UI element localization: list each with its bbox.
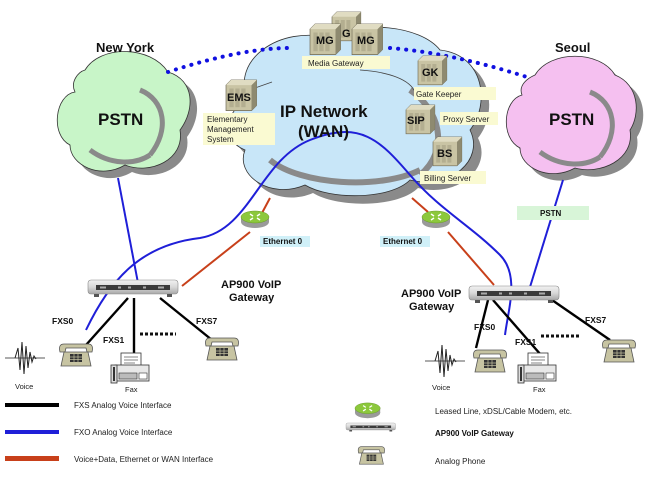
right-router: Ethernet 0 — [380, 210, 451, 247]
proxy-server-label: Proxy Server — [443, 115, 490, 124]
wan-line-swatch — [5, 456, 59, 461]
sip-icon-label: SIP — [407, 115, 425, 127]
left-gateway-label-line1: AP900 VoIP — [221, 279, 281, 291]
pstn-trunk-dotted-line — [166, 46, 532, 80]
mg-hidden-label: G — [342, 28, 351, 40]
seoul-pstn-label: PSTN — [549, 110, 594, 129]
legend-item-phone: Analog Phone — [357, 446, 486, 466]
left-fxs0-label: FXS0 — [52, 316, 74, 326]
mg-2-label: MG — [357, 35, 375, 47]
seoul-pstn-cloud — [505, 56, 644, 181]
left-phone-fxs7-icon — [205, 337, 239, 361]
right-fxs7-label: FXS7 — [585, 315, 607, 325]
gate-keeper-server: GK Gate Keeper — [414, 55, 496, 100]
ems-icon-label: EMS — [227, 92, 251, 104]
right-gateway-label-line1: AP900 VoIP — [401, 288, 461, 300]
legend-item-router: Leased Line, xDSL/Cable Modem, etc. — [354, 402, 572, 419]
legend-gateway-label: AP900 VoIP Gateway — [435, 429, 514, 438]
left-fax-icon — [110, 352, 150, 384]
right-fax-icon — [517, 352, 557, 384]
right-gateway-label-line2: Gateway — [409, 301, 455, 313]
bs-icon-label: BS — [437, 148, 452, 160]
voip-gateway-icon — [345, 422, 396, 432]
legend-item-wan: Voice+Data, Ethernet or WAN Interface — [5, 455, 214, 464]
new-york-pstn-label: PSTN — [98, 110, 143, 129]
ems-label-line3: System — [207, 135, 234, 144]
right-voice-wave-icon — [424, 344, 466, 378]
legend-wan-label: Voice+Data, Ethernet or WAN Interface — [74, 455, 214, 464]
wan-label: (WAN) — [298, 122, 349, 141]
billing-server-label: Billing Server — [424, 174, 471, 183]
legend-router-label: Leased Line, xDSL/Cable Modem, etc. — [435, 407, 572, 416]
left-voice-wave-icon — [4, 341, 46, 375]
media-gateway-label: Media Gateway — [308, 59, 364, 68]
wan-links — [181, 197, 495, 287]
right-phone-fxs0-icon — [473, 349, 507, 373]
billing-server: BS Billing Server — [420, 136, 486, 184]
legend-item-fxs: FXS Analog Voice Interface — [5, 401, 172, 410]
left-phone-fxs0-icon — [59, 343, 93, 367]
legend-fxo-label: FXO Analog Voice Interface — [74, 428, 173, 437]
legend: FXS Analog Voice Interface FXO Analog Vo… — [5, 401, 572, 466]
right-voice-label: Voice — [432, 383, 450, 392]
media-gateway-servers: MG G MG Media Gateway — [302, 11, 390, 69]
sip-proxy-server: SIP Proxy Server — [405, 104, 498, 135]
new-york-pstn-cloud — [56, 51, 198, 179]
new-york-label: New York — [96, 40, 155, 55]
right-pstn-tag: PSTN — [540, 209, 562, 218]
right-phone-fxs7-icon — [602, 339, 636, 363]
legend-item-fxo: FXO Analog Voice Interface — [5, 428, 173, 437]
left-fxs1-label: FXS1 — [103, 335, 125, 345]
legend-fxs-label: FXS Analog Voice Interface — [74, 401, 172, 410]
right-voip-gateway: AP900 VoIP Gateway — [401, 285, 560, 313]
fxs-line-swatch — [5, 403, 59, 407]
gk-icon-label: GK — [422, 67, 439, 79]
left-router: Ethernet 0 — [240, 210, 310, 247]
legend-phone-label: Analog Phone — [435, 457, 486, 466]
left-ethernet-label: Ethernet 0 — [263, 237, 303, 246]
ems-label-line2: Management — [207, 125, 254, 134]
legend-item-gateway: AP900 VoIP Gateway — [345, 422, 514, 438]
ip-network-label: IP Network — [280, 102, 368, 121]
left-voice-label: Voice — [15, 382, 33, 391]
seoul-label: Seoul — [555, 40, 590, 55]
right-fxs0-label: FXS0 — [474, 322, 496, 332]
ems-server: EMS Elementary Management System — [203, 79, 275, 145]
mg-1-label: MG — [316, 35, 334, 47]
router-icon — [354, 402, 381, 419]
mg-server-1: MG — [309, 23, 342, 56]
fxo-line-swatch — [5, 430, 59, 434]
mg-server-2: MG — [351, 23, 384, 56]
left-fax-label: Fax — [125, 385, 138, 394]
right-ethernet-label: Ethernet 0 — [383, 237, 423, 246]
fxo-links — [85, 131, 564, 336]
right-fax-label: Fax — [533, 385, 546, 394]
fxs-links — [85, 297, 611, 356]
analog-phone-icon — [357, 446, 386, 465]
left-gateway-label-line2: Gateway — [229, 292, 275, 304]
left-voip-gateway: AP900 VoIP Gateway — [87, 279, 281, 304]
right-fxs1-label: FXS1 — [515, 337, 537, 347]
left-fxs7-label: FXS7 — [196, 316, 218, 326]
ems-label-line1: Elementary — [207, 115, 247, 124]
gate-keeper-label: Gate Keeper — [416, 90, 462, 99]
